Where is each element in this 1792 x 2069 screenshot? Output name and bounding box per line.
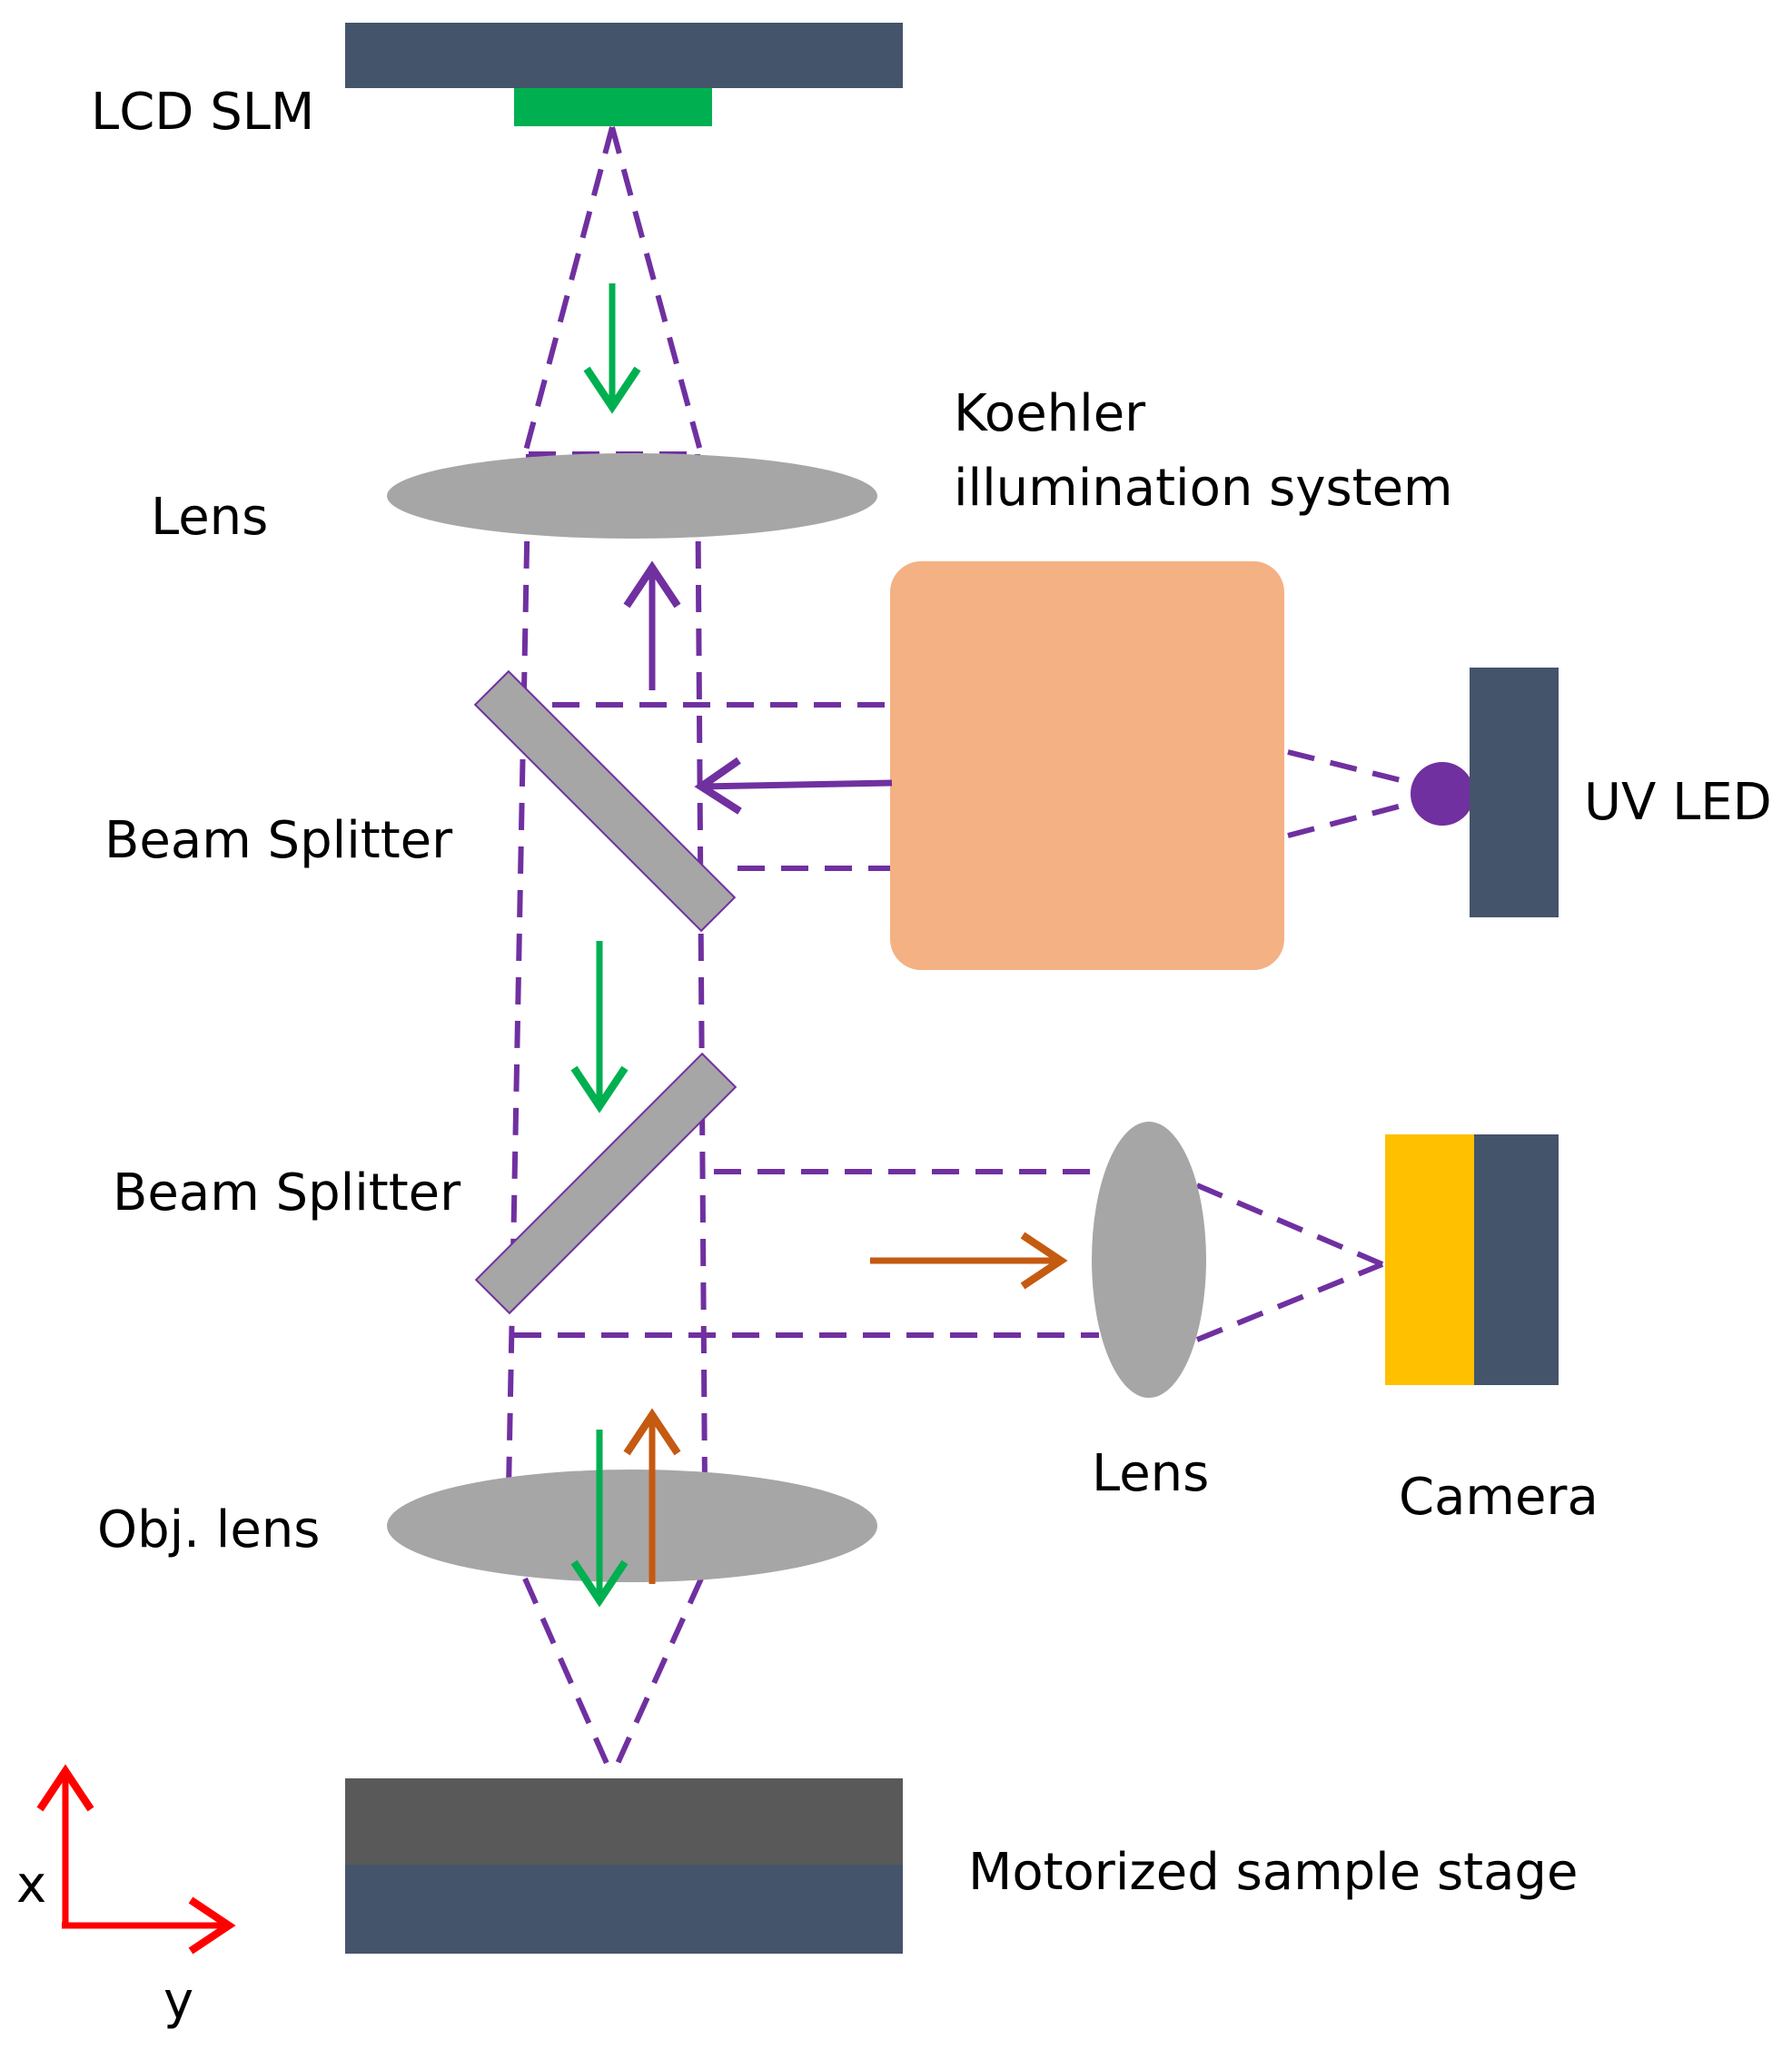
koehler-label-line2: illumination system [954, 459, 1453, 518]
coordinate-axes: x y [16, 1764, 236, 2031]
y-axis-label: y [163, 1972, 193, 2031]
beam-focus-right [609, 1577, 704, 1777]
beam-splitter-2-label: Beam Splitter [113, 1163, 461, 1223]
koehler-illumination-box [890, 561, 1284, 970]
koehler-label-line1: Koehler [954, 384, 1146, 443]
uv-led-label: UV LED [1584, 773, 1772, 832]
uv-led-mount [1470, 668, 1559, 917]
beam-splitter-2 [474, 1052, 738, 1315]
stage-top-plate [345, 1778, 903, 1865]
camera-body [1474, 1134, 1559, 1385]
beam-slm-left [522, 126, 615, 455]
stage-label: Motorized sample stage [968, 1843, 1578, 1902]
beam-focus-left [522, 1577, 615, 1777]
uv-led-source [1411, 762, 1474, 826]
camera-sensor [1385, 1134, 1474, 1385]
beam-lens-to-camera-top [1195, 1183, 1384, 1267]
camera-lens-label: Lens [1092, 1444, 1209, 1503]
stage-base [345, 1865, 903, 1954]
camera-lens [1092, 1122, 1206, 1398]
arrow-purple-left [694, 757, 893, 815]
top-lens [387, 453, 877, 539]
objective-lens [387, 1470, 877, 1582]
beam-led-top [1287, 749, 1427, 789]
top-lens-label: Lens [151, 488, 268, 547]
beam-splitter-1-label: Beam Splitter [104, 811, 453, 870]
beam-slm-right [609, 126, 704, 455]
lcd-slm-active-area [514, 88, 712, 126]
lcd-slm-body [345, 23, 903, 88]
lcd-slm-label: LCD SLM [91, 83, 314, 142]
beam-splitter-1 [473, 669, 737, 933]
camera-label: Camera [1399, 1468, 1599, 1527]
beam-led-bottom [1287, 797, 1427, 838]
x-axis-label: x [16, 1856, 46, 1915]
beam-lens-to-camera-bottom [1195, 1262, 1384, 1342]
objective-lens-label: Obj. lens [97, 1500, 320, 1559]
beam-paths [506, 126, 1427, 1777]
